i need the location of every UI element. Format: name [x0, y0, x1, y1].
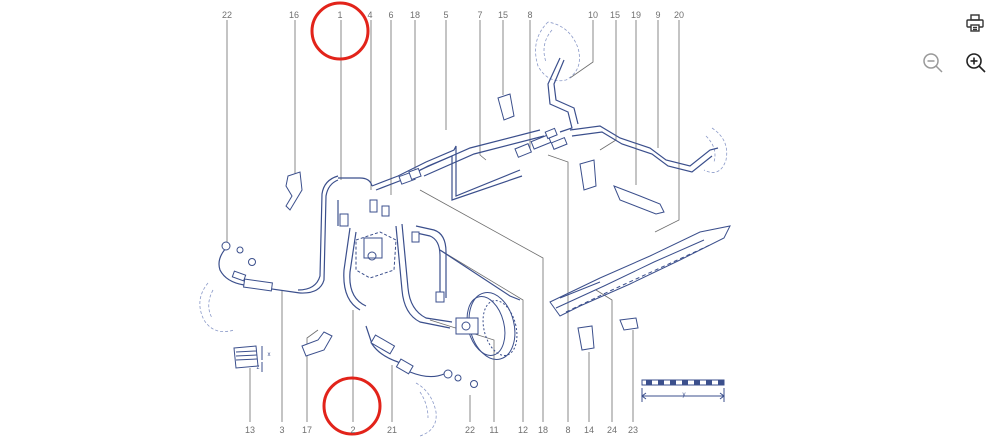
- part-number-top[interactable]: 18: [409, 10, 421, 20]
- part-number-top[interactable]: 15: [497, 10, 509, 20]
- part-number-top[interactable]: 4: [367, 10, 373, 20]
- brake-servo: [455, 292, 518, 360]
- dimension-label-x: x: [267, 352, 271, 358]
- part-number-bottom[interactable]: 8: [565, 425, 571, 435]
- part-number-bottom[interactable]: 21: [386, 425, 398, 435]
- zoom-in-icon: [966, 53, 986, 73]
- part-number-top[interactable]: 16: [288, 10, 300, 20]
- part-number-bottom[interactable]: 14: [583, 425, 595, 435]
- part-number-top[interactable]: 6: [388, 10, 394, 20]
- wheel-outlines: [199, 21, 728, 437]
- highlight-circle-part-2: [322, 376, 382, 436]
- brackets: [233, 93, 665, 369]
- compensator-valve: [355, 231, 397, 279]
- part-number-top[interactable]: 19: [630, 10, 642, 20]
- dimension-label-y: y: [682, 392, 686, 398]
- brake-pipes: [218, 57, 719, 378]
- part-number-top-highlighted[interactable]: 1: [337, 10, 343, 20]
- callout-lines-bottom: [249, 154, 634, 422]
- part-number-top[interactable]: 7: [477, 10, 483, 20]
- part-number-bottom[interactable]: 12: [517, 425, 529, 435]
- part-number-top[interactable]: 15: [609, 10, 621, 20]
- fittings: [221, 127, 568, 388]
- zoom-out-icon: [923, 53, 943, 73]
- part-number-bottom[interactable]: 3: [279, 425, 285, 435]
- part-number-bottom[interactable]: 11: [489, 425, 499, 435]
- part-number-bottom[interactable]: 24: [606, 425, 618, 435]
- printer-icon: [966, 14, 984, 32]
- part-number-top[interactable]: 20: [673, 10, 685, 20]
- highlight-circle-part-1: [310, 1, 370, 61]
- zoom-out-button[interactable]: [920, 50, 946, 76]
- dimension-label-z: z: [256, 365, 260, 371]
- part-number-top[interactable]: 10: [587, 10, 599, 20]
- callout-lines-top: [226, 20, 680, 242]
- part-number-top[interactable]: 5: [443, 10, 449, 20]
- part-number-top[interactable]: 22: [221, 10, 233, 20]
- part-number-top[interactable]: 9: [655, 10, 661, 20]
- part-number-bottom[interactable]: 18: [537, 425, 549, 435]
- part-number-top[interactable]: 8: [527, 10, 533, 20]
- part-number-bottom[interactable]: 17: [301, 425, 313, 435]
- part-number-bottom[interactable]: 13: [244, 425, 256, 435]
- part-number-bottom-highlighted[interactable]: 2: [350, 425, 356, 435]
- dimension-scale: [261, 346, 725, 402]
- part-number-bottom[interactable]: 23: [627, 425, 639, 435]
- part-number-bottom[interactable]: 22: [464, 425, 476, 435]
- zoom-in-button[interactable]: [963, 50, 989, 76]
- print-button[interactable]: [962, 10, 988, 36]
- underbody-shield: [549, 225, 731, 317]
- highlight-circles: [310, 1, 382, 436]
